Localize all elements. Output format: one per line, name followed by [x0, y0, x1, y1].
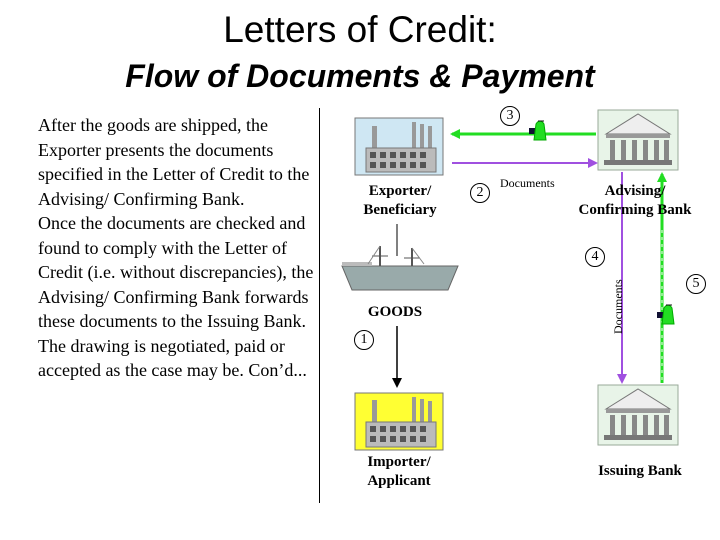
- body-text: After the goods are shipped, the Exporte…: [38, 113, 318, 383]
- step-3-badge: 3: [500, 106, 520, 126]
- importer-label-line2: Applicant: [367, 473, 431, 489]
- page-title: Letters of Credit:: [223, 9, 497, 50]
- exporter-label-line1: Exporter/: [368, 183, 432, 199]
- documents-side-label: Documents: [611, 279, 625, 334]
- advising-bank-label: Advising/ Confirming Bank: [560, 182, 710, 220]
- goods-label: GOODS: [367, 304, 423, 320]
- importer-label-line1: Importer/: [367, 454, 431, 470]
- exporter-label: Exporter/ Beneficiary: [340, 182, 460, 220]
- step-5-badge: 5: [686, 274, 706, 294]
- documents-top-label: Documents: [500, 176, 555, 190]
- advising-label-line1: Advising/: [604, 183, 666, 199]
- body-paragraph-1: After the goods are shipped, the Exporte…: [38, 115, 310, 209]
- issuing-bank-icon: [597, 384, 679, 446]
- step-4-badge: 4: [585, 247, 605, 267]
- money-bag-icon: [657, 304, 675, 325]
- importer-label: Importer/ Applicant: [336, 453, 462, 491]
- step-2-badge: 2: [470, 183, 490, 203]
- money-bag-icon: [529, 120, 547, 141]
- exporter-label-line2: Beneficiary: [363, 202, 437, 218]
- divider-line: [319, 108, 320, 503]
- advising-bank-icon: [597, 109, 679, 171]
- body-paragraph-2: Once the documents are checked and found…: [38, 213, 314, 380]
- importer-factory-icon: [354, 392, 444, 451]
- issuing-bank-label: Issuing Bank: [598, 463, 682, 479]
- exporter-factory-icon: [354, 117, 444, 176]
- page-subtitle: Flow of Documents & Payment: [125, 58, 595, 94]
- step-1-badge: 1: [354, 330, 374, 350]
- cargo-ship-icon: [341, 245, 459, 291]
- advising-label-line2: Confirming Bank: [578, 202, 692, 218]
